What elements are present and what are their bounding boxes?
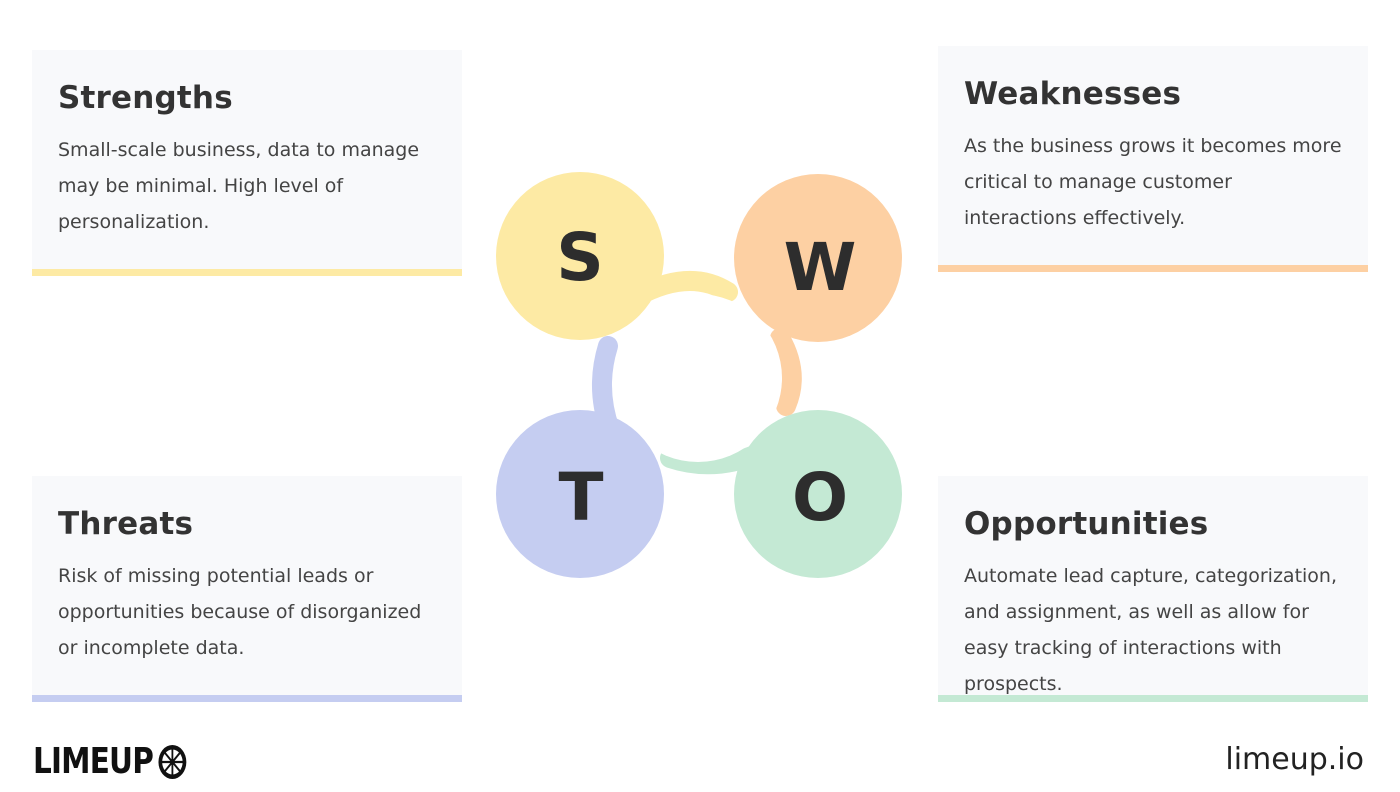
strengths-text: Small-scale business, data to manage may… bbox=[58, 139, 420, 233]
center-circle bbox=[614, 294, 782, 462]
threats-title: Threats bbox=[58, 506, 194, 542]
threats-accent-bar bbox=[32, 695, 462, 702]
strengths-letter: S bbox=[556, 219, 604, 296]
weaknesses-text: As the business grows it becomes more cr… bbox=[964, 135, 1342, 229]
strengths-card: Strengths Small-scale business, data to … bbox=[32, 50, 462, 276]
strengths-circle bbox=[496, 172, 664, 340]
threats-letter: T bbox=[558, 459, 603, 536]
site-url: limeup.io bbox=[1225, 742, 1364, 777]
swot-diagram: S W T O bbox=[496, 172, 902, 578]
lime-slice-icon bbox=[158, 745, 187, 779]
opportunities-letter: O bbox=[792, 459, 848, 536]
weaknesses-title: Weaknesses bbox=[964, 76, 1182, 112]
opportunities-card: Opportunities Automate lead capture, cat… bbox=[938, 476, 1368, 702]
weaknesses-card: Weaknesses As the business grows it beco… bbox=[938, 46, 1368, 272]
opportunities-title: Opportunities bbox=[964, 506, 1209, 542]
logo-text: LIMEUP bbox=[33, 741, 154, 782]
weaknesses-accent-bar bbox=[938, 265, 1368, 272]
strengths-title: Strengths bbox=[58, 80, 233, 116]
opportunities-accent-bar bbox=[938, 695, 1368, 702]
threats-circle bbox=[496, 410, 664, 578]
weaknesses-circle bbox=[734, 174, 902, 342]
opportunities-text: Automate lead capture, categorization, a… bbox=[964, 565, 1338, 695]
limeup-logo: LIMEUP bbox=[33, 742, 189, 782]
strengths-accent-bar bbox=[32, 269, 462, 276]
threats-text: Risk of missing potential leads or oppor… bbox=[58, 565, 422, 659]
weaknesses-letter: W bbox=[784, 229, 857, 306]
threats-card: Threats Risk of missing potential leads … bbox=[32, 476, 462, 702]
opportunities-circle bbox=[734, 410, 902, 578]
connector-w-o bbox=[770, 328, 802, 416]
